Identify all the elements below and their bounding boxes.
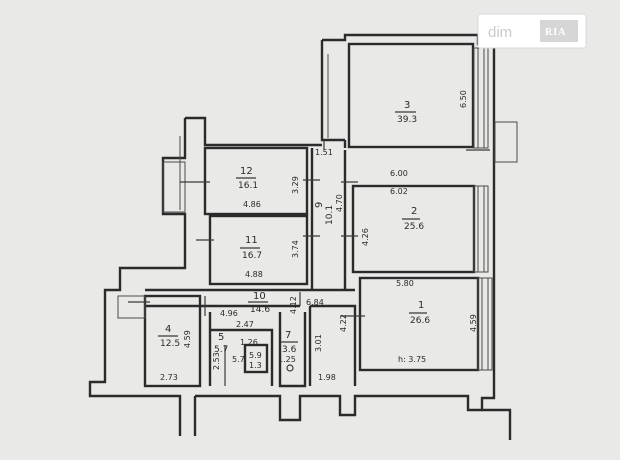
- watermark-dim-text: dim: [488, 24, 512, 41]
- room-labels: 3 39.3 2 25.6 1 26.6 12 16.1 11 16.7 9 1…: [158, 100, 430, 355]
- room-4-area: 12.5: [160, 339, 180, 349]
- dim-1-51: 1.51: [315, 148, 333, 157]
- dim-4-22: 4.22: [339, 314, 348, 332]
- dim-3-74: 3.74: [291, 240, 300, 258]
- height-3-75: h: 3.75: [398, 355, 426, 364]
- dim-6-02: 6.02: [390, 187, 408, 196]
- dim-ria-watermark: dim RIA: [477, 13, 587, 49]
- dim-3-01: 3.01: [314, 334, 323, 352]
- room-3-number: 3: [404, 100, 410, 111]
- dimension-labels: 6.50 6.00 6.02 5.80 4.59 h: 3.75 4.70 4.…: [160, 90, 478, 382]
- dim-4-12: 4.12: [289, 296, 298, 314]
- door-marks: [128, 140, 490, 317]
- room-12-area: 16.1: [238, 181, 258, 191]
- interior-walls: [143, 42, 480, 388]
- room-7-area: 3.6: [282, 345, 297, 355]
- dim-4-59-left: 4.59: [183, 330, 192, 348]
- dim-6-50: 6.50: [459, 90, 468, 108]
- dim-2-47: 2.47: [236, 320, 254, 329]
- dim-1-3: 1.3: [249, 361, 262, 370]
- room-1-number: 1: [418, 300, 424, 311]
- room-4-number: 4: [165, 324, 171, 335]
- outer-walls: [88, 33, 512, 440]
- room-9-number: 9: [314, 202, 325, 208]
- watermark-ria-text: RIA: [545, 27, 566, 38]
- dim-6-00: 6.00: [390, 169, 408, 178]
- dim-1-25: 1.25: [278, 355, 296, 364]
- fixture-marker: [286, 364, 294, 372]
- dim-4-70: 4.70: [335, 194, 344, 212]
- dim-1-26: 1.26: [240, 338, 258, 347]
- room-1-area: 26.6: [410, 316, 430, 326]
- dim-5-9: 5.9: [249, 351, 262, 360]
- room-3-area: 39.3: [397, 115, 417, 125]
- dim-4-88: 4.88: [245, 270, 263, 279]
- dim-1-98: 1.98: [318, 373, 336, 382]
- room-11-area: 16.7: [242, 251, 262, 261]
- room-2-area: 25.6: [404, 222, 424, 232]
- dim-4-96: 4.96: [220, 309, 238, 318]
- dim-5-80: 5.80: [396, 279, 414, 288]
- room-7-number: 7: [285, 330, 291, 341]
- room-5-area: 5.7: [214, 345, 228, 355]
- room-10-number: 10: [253, 291, 266, 302]
- dim-2-53: 2.53: [212, 352, 221, 370]
- dim-6-84: 6.84: [306, 298, 324, 307]
- dim-3-29: 3.29: [291, 176, 300, 194]
- ria-badge: [540, 20, 578, 42]
- room-5-number: 5: [218, 332, 224, 343]
- room-10-area: 14.6: [250, 305, 270, 315]
- room-12-number: 12: [240, 166, 253, 177]
- dim-5-7: 5.7: [232, 355, 245, 364]
- dim-4-26: 4.26: [361, 228, 370, 246]
- dim-4-59-right: 4.59: [469, 314, 478, 332]
- windows: [117, 47, 518, 371]
- room-2-number: 2: [411, 206, 417, 217]
- room-9-area: 10.1: [325, 205, 335, 225]
- room-11-number: 11: [245, 235, 258, 246]
- dim-4-86: 4.86: [243, 200, 261, 209]
- dim-2-73: 2.73: [160, 373, 178, 382]
